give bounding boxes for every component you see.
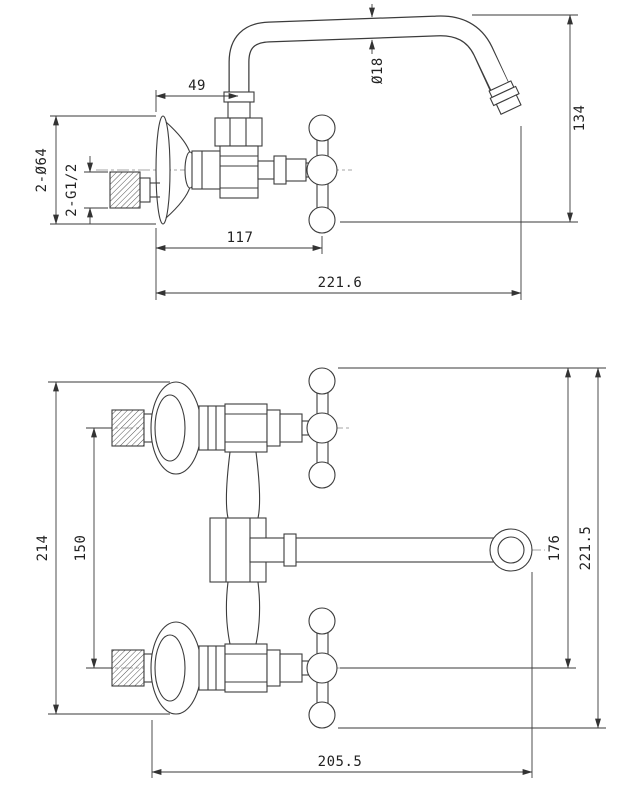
dim-label-wall-to-spout-tip: 221.6 [318, 275, 363, 291]
spout-flange-inner [497, 536, 525, 564]
dim-label-spout-diameter: Ø18 [370, 57, 386, 84]
dim-label-inlet-thread: 2-G1/2 [64, 163, 80, 217]
hex-adapter-bottom [198, 645, 226, 691]
dim-label-spout-offset: 49 [188, 78, 206, 94]
inlet-thread-top [111, 409, 145, 447]
hex-nut-side [214, 117, 263, 147]
side-view [96, 15, 522, 234]
handle-ball-center [306, 154, 338, 186]
spout-tip [488, 80, 522, 115]
front-view-dimensions [48, 367, 606, 778]
dim-label-176: 176 [547, 535, 563, 562]
valve-body-top [224, 403, 268, 453]
handle-side [257, 114, 338, 234]
side-view-dimensions [50, 4, 578, 300]
spout-coupling-ring [283, 533, 297, 567]
inlet-thread-side [109, 171, 160, 209]
dimension-labels: 49 Ø18 134 2-Ø64 2-G1/2 117 221.6 214 15… [34, 57, 594, 770]
handle-ball-bottom [308, 206, 336, 234]
front-view [100, 367, 545, 729]
dim-label-total-height: 221.5 [578, 526, 594, 571]
dim-label-height-134: 134 [572, 105, 588, 132]
dim-label-inlet-center-distance: 150 [73, 535, 89, 562]
handle-bottom-front [306, 607, 338, 729]
bottom-valve-assembly [111, 607, 338, 729]
valve-body-side [219, 145, 259, 199]
spout-flange-outer [489, 528, 533, 572]
wall-flange-side [155, 115, 221, 225]
handle-top-front [306, 367, 338, 489]
top-valve-assembly [111, 367, 338, 489]
spout-side [228, 15, 522, 115]
dim-label-flange-diameter: 2-Ø64 [34, 148, 50, 193]
riser-collar [223, 91, 255, 103]
valve-body-bottom [224, 643, 268, 693]
dim-label-wall-to-spout-flange: 205.5 [318, 754, 363, 770]
spout-front [249, 528, 533, 572]
riser-neck [227, 101, 251, 119]
hex-adapter-top [198, 405, 226, 451]
handle-ball-top [308, 114, 336, 142]
dim-label-flange-outer-span: 214 [35, 535, 51, 562]
dim-label-wall-to-handle: 117 [227, 230, 254, 246]
inlet-thread-bottom [111, 649, 145, 687]
